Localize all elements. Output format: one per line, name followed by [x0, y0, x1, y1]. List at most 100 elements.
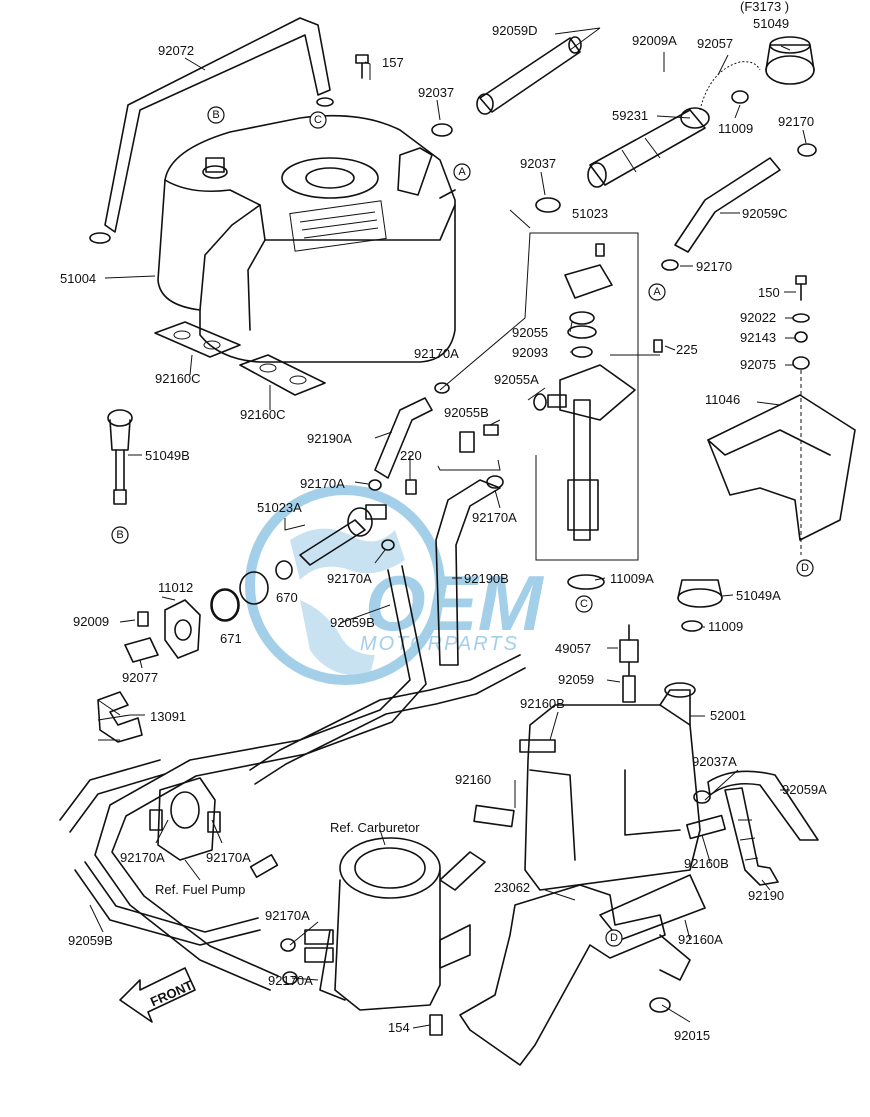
label-92170a-2: 92170A: [300, 476, 345, 491]
pad-92160b-1: [519, 739, 556, 753]
label-51023: 51023: [572, 206, 608, 221]
oring-671: [210, 588, 240, 622]
label-11046: 11046: [705, 392, 740, 407]
screw-51023: [595, 243, 605, 257]
bolt-stack-150: [792, 275, 810, 555]
hose-92059a: [707, 770, 819, 841]
label-11009a: 11009A: [610, 571, 654, 586]
label-150: 150: [758, 285, 780, 300]
carburetor: [304, 837, 486, 1011]
label-51049: 51049: [753, 16, 789, 31]
label-11012: 11012: [158, 580, 193, 595]
label-11009-b: 11009: [708, 619, 743, 634]
label-92190: 92190: [748, 888, 784, 903]
callout-b-left-label: B: [116, 529, 123, 541]
tray-23062: [459, 874, 706, 1066]
label-671: 671: [220, 631, 242, 646]
fuel-tap-assembly: [439, 232, 639, 561]
label-92160b-2: 92160B: [684, 856, 729, 871]
label-92170a-6: 92170A: [206, 850, 251, 865]
callout-a-right: [648, 283, 666, 301]
clamp-92037a: [693, 790, 711, 804]
tank-pads: [154, 321, 326, 396]
label-92072: 92072: [158, 43, 194, 58]
label-23062: 23062: [494, 880, 530, 895]
clamp-92037: [431, 123, 453, 137]
callout-d-right-label: D: [801, 562, 809, 574]
sender-51049b: [107, 409, 133, 505]
label-157: 157: [382, 55, 404, 70]
hose-92059b: [94, 565, 427, 991]
clamp-92037-b: [535, 197, 561, 213]
label-92037a: 92037A: [692, 754, 737, 769]
label-92059b-2: 92059B: [68, 933, 113, 948]
gasket-11009-b: [681, 620, 703, 632]
callout-a-top-label: A: [458, 166, 466, 178]
label-51049b: 51049B: [145, 448, 190, 463]
clamp-92170a-1: [434, 382, 450, 394]
label-92170a-4: 92170A: [327, 571, 372, 586]
label-92059c: 92059C: [742, 206, 788, 221]
label-92190b: 92190B: [464, 571, 509, 586]
fuel-pump: [149, 777, 221, 861]
label-92059b-1: 92059B: [330, 615, 375, 630]
label-92170a-8: 92170A: [268, 973, 313, 988]
label-11009-a: 11009: [718, 121, 753, 136]
hose-92059d: [476, 36, 582, 115]
label-225: 225: [676, 342, 698, 357]
watermark-subtitle: MOTORPARTS: [360, 633, 519, 655]
label-13091: 13091: [150, 709, 186, 724]
diagram-code: (F3173 ): [740, 0, 789, 14]
clamp-92170a-7: [280, 938, 296, 952]
callout-c-mid: [575, 595, 593, 613]
cap-51049a: [677, 579, 723, 608]
label-92170a-7: 92170A: [265, 908, 310, 923]
label-92059: 92059: [558, 672, 594, 687]
label-92037: 92037: [418, 85, 454, 100]
clamp-92170a-4: [486, 475, 504, 489]
hose-lines-return: [59, 654, 526, 946]
label-92170a-5: 92170A: [120, 850, 165, 865]
callout-b-left: [111, 526, 129, 544]
label-154: 154: [388, 1020, 410, 1035]
label-92055: 92055: [512, 325, 548, 340]
watermark-globe-icon: [245, 485, 445, 685]
callout-b-top-label: B: [212, 109, 219, 121]
leader-lines: [89, 27, 807, 1029]
clamp-92170a-2: [368, 479, 382, 491]
label-92093: 92093: [512, 345, 548, 360]
label-92037-b: 92037: [520, 156, 556, 171]
bracket-11046: [707, 394, 856, 541]
callouts: B C A A B C D D: [111, 106, 814, 947]
filler-neck: [587, 107, 710, 188]
label-92075: 92075: [740, 357, 776, 372]
label-49057: 49057: [555, 641, 591, 656]
clamp-92170a-3: [381, 539, 395, 551]
screw-220: [405, 479, 417, 495]
callout-d-bottom: [605, 929, 623, 947]
label-92059d: 92059D: [492, 23, 538, 38]
clamp-92170-b: [661, 259, 679, 271]
callout-b-top: [207, 106, 225, 124]
label-92160a: 92160A: [678, 932, 723, 947]
label-ref-fuel-pump: Ref. Fuel Pump: [155, 882, 245, 897]
callout-c-mid-label: C: [580, 598, 588, 610]
hose-piece: [249, 854, 279, 878]
label-92170a-3: 92170A: [472, 510, 517, 525]
label-92009a: 92009A: [632, 33, 677, 48]
tank-strap: [89, 17, 334, 244]
label-92143: 92143: [740, 330, 776, 345]
pad-92160: [473, 804, 515, 828]
hose-92059c: [674, 157, 781, 253]
cap-chain: [699, 61, 761, 111]
hose-92190: [724, 787, 779, 886]
hose-92190a: [374, 397, 433, 479]
gasket-11009: [731, 90, 749, 104]
clip-92015: [649, 997, 671, 1013]
label-92055b: 92055B: [444, 405, 489, 420]
hose-92190b: [435, 479, 501, 666]
label-92009: 92009: [73, 614, 109, 629]
callout-c-top: [309, 111, 327, 129]
label-52001: 52001: [710, 708, 746, 723]
